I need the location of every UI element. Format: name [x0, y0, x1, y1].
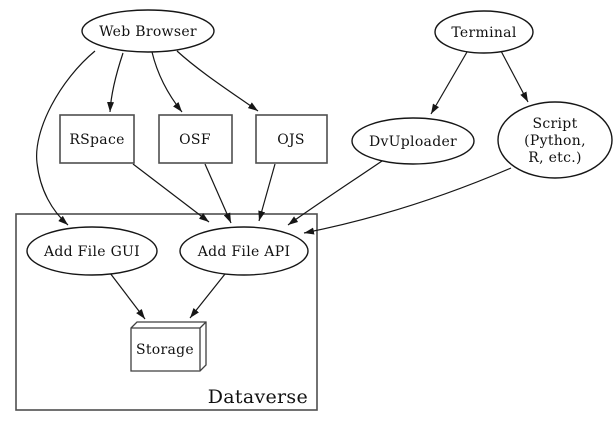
node-rspace: RSpace [59, 114, 135, 164]
node-script-label-line3: R, etc.) [528, 150, 582, 166]
node-add-file-gui: Add File GUI [26, 226, 158, 276]
node-script: Script (Python, R, etc.) [497, 101, 613, 179]
edge-web-browser-rspace [107, 52, 124, 113]
node-osf-label: OSF [179, 132, 211, 148]
edge-ojs-add-file-api [258, 163, 276, 222]
node-osf: OSF [158, 114, 233, 164]
edge-terminal-script [500, 50, 529, 103]
node-storage: Storage [130, 321, 207, 372]
edge-terminal-dvuploader [430, 51, 468, 115]
node-web-browser: Web Browser [81, 9, 215, 53]
edge-dvuploader-add-file-api [287, 160, 383, 226]
edge-web-browser-osf [151, 51, 183, 113]
node-web-browser-label: Web Browser [99, 24, 197, 40]
node-script-label-line1: Script [533, 116, 578, 132]
edge-script-add-file-api [303, 167, 512, 235]
edges [36, 50, 529, 320]
node-add-file-api: Add File API [179, 226, 309, 276]
node-terminal-label: Terminal [451, 25, 516, 41]
edge-add-file-api-storage [189, 273, 226, 319]
node-storage-label: Storage [136, 342, 194, 358]
edge-osf-add-file-api [204, 163, 232, 224]
node-ojs-label: OJS [277, 132, 305, 148]
edge-web-browser-add-file-gui [36, 50, 96, 226]
node-script-label-line2: (Python, [524, 133, 586, 149]
cluster-dataverse-border [15, 213, 318, 411]
node-dvuploader-label: DvUploader [369, 134, 457, 150]
node-rspace-label: RSpace [69, 132, 124, 148]
edge-web-browser-ojs [176, 50, 259, 112]
node-add-file-gui-label: Add File GUI [43, 244, 140, 260]
edge-rspace-add-file-api [132, 163, 210, 223]
node-add-file-api-label: Add File API [197, 244, 291, 260]
cluster-dataverse-label: Dataverse [208, 386, 308, 408]
node-terminal: Terminal [434, 10, 534, 54]
node-ojs: OJS [255, 114, 328, 164]
node-dvuploader: DvUploader [351, 117, 475, 165]
edge-add-file-gui-storage [109, 272, 146, 320]
cluster-dataverse: Dataverse [15, 213, 318, 411]
